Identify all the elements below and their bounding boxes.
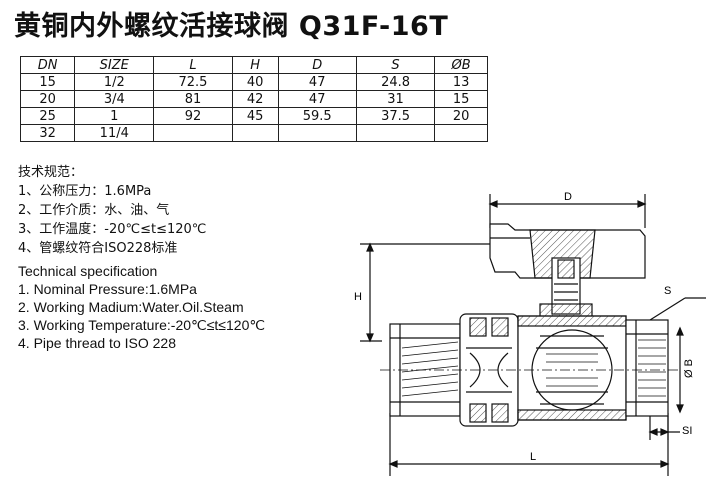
table-cell: 25 xyxy=(19,107,76,125)
spec-cn-item: 3、工作温度：-20℃≤t≤120℃ xyxy=(18,222,207,237)
table-cell: 92 xyxy=(153,107,233,125)
table-cell: 32 xyxy=(19,124,76,142)
table-cell: 45 xyxy=(231,107,279,125)
table-cell: 20 xyxy=(434,107,488,125)
table-row: 32 11/4 xyxy=(19,124,488,142)
spec-cn-item: 1、公称压力：1.6MPa xyxy=(18,184,152,199)
table-header-row: DN SIZE L H D S ØB xyxy=(19,56,488,74)
table-cell: 47 xyxy=(277,73,357,91)
spec-table: DN SIZE L H D S ØB 15 1/2 72.5 40 47 24.… xyxy=(19,56,488,142)
table-cell: 37.5 xyxy=(355,107,436,125)
table-cell: 20 xyxy=(19,90,76,108)
valve-body xyxy=(517,315,627,421)
spec-en-heading: Technical specification xyxy=(18,263,158,279)
table-cell: 3/4 xyxy=(74,90,155,108)
table-row: 20 3/4 81 42 47 31 15 xyxy=(19,90,488,108)
table-cell: 15 xyxy=(434,90,488,108)
table-cell: 1/2 xyxy=(74,73,155,91)
spec-cn-item: 4、管螺纹符合ISO228标准 xyxy=(18,241,178,256)
table-cell: 81 xyxy=(153,90,233,108)
col-header-h: H xyxy=(231,56,279,74)
valve-drawing: D H S Ø B SI L xyxy=(354,191,706,476)
table-cell xyxy=(355,124,436,142)
label-b: Ø B xyxy=(683,359,695,378)
col-header-b: ØB xyxy=(434,56,488,74)
page-title: 黄铜内外螺纹活接球阀 Q31F-16T xyxy=(14,11,449,42)
spec-cn-heading: 技术规范： xyxy=(18,165,84,180)
spec-en-block: Technical specification 1. Nominal Press… xyxy=(18,262,265,352)
spec-en-item: 3. Working Temperature:-20℃≤t≤120℃ xyxy=(18,317,266,333)
right-threaded-end xyxy=(625,319,669,417)
table-cell: 42 xyxy=(231,90,279,108)
spec-cn-item: 2、工作介质：水、油、气 xyxy=(18,203,170,218)
stem xyxy=(539,257,593,319)
label-s: S xyxy=(664,285,671,297)
table-cell: 15 xyxy=(19,73,76,91)
label-l: L xyxy=(530,451,536,463)
label-h: H xyxy=(354,291,362,303)
col-header-s: S xyxy=(355,56,436,74)
label-sl: SI xyxy=(682,425,692,437)
spec-cn-block: 技术规范： 1、公称压力：1.6MPa 2、工作介质：水、油、气 3、工作温度：… xyxy=(18,163,206,258)
table-row: 15 1/2 72.5 40 47 24.8 13 xyxy=(19,73,488,91)
table-cell: 47 xyxy=(277,90,357,108)
col-header-dn: DN xyxy=(19,56,76,74)
col-header-size: SIZE xyxy=(74,56,155,74)
table-row: 25 1 92 45 59.5 37.5 20 xyxy=(19,107,488,125)
table-cell: 11/4 xyxy=(74,124,155,142)
table-cell: 1 xyxy=(74,107,155,125)
table-cell: 72.5 xyxy=(153,73,233,91)
table-cell: 24.8 xyxy=(355,73,436,91)
dimension-b xyxy=(676,326,684,414)
dimension-s xyxy=(649,297,706,321)
spec-en-item: 2. Working Madium:Water.Oil.Steam xyxy=(18,299,244,315)
table-cell: 13 xyxy=(434,73,488,91)
table-cell xyxy=(277,124,357,142)
dimension-sl xyxy=(648,416,680,440)
dimension-d xyxy=(488,194,647,228)
spec-en-item: 1. Nominal Pressure:1.6MPa xyxy=(18,281,197,297)
spec-en-item: 4. Pipe thread to ISO 228 xyxy=(18,335,176,351)
table-cell xyxy=(153,124,233,142)
table-cell: 31 xyxy=(355,90,436,108)
table-cell xyxy=(434,124,488,142)
dimension-l xyxy=(388,413,670,476)
table-cell: 59.5 xyxy=(277,107,357,125)
table-cell xyxy=(231,124,279,142)
col-header-l: L xyxy=(153,56,233,74)
table-cell: 40 xyxy=(231,73,279,91)
col-header-d: D xyxy=(277,56,357,74)
label-d: D xyxy=(564,191,572,203)
